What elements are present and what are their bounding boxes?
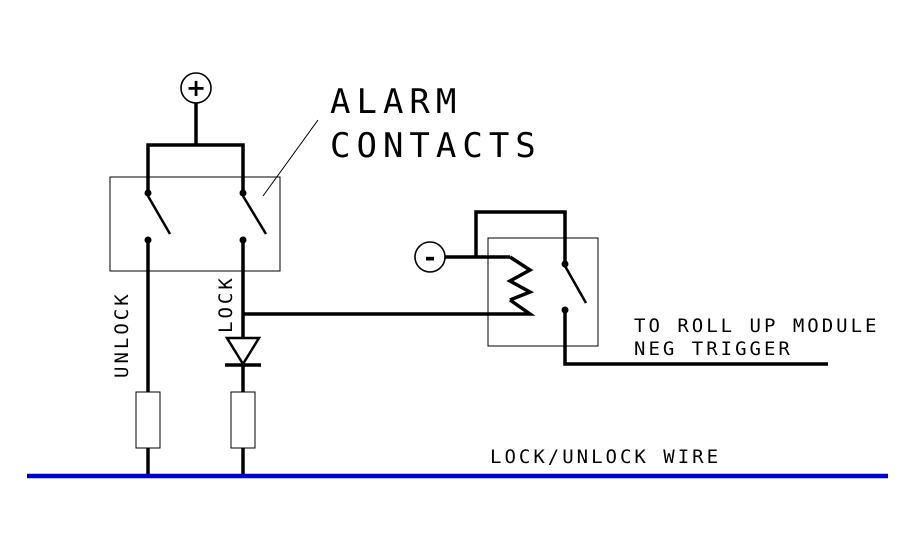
- positive-terminal-label: +: [186, 74, 206, 102]
- unlock-resistor: [135, 391, 161, 449]
- lock-to-relay-wire: [243, 298, 536, 316]
- negative-terminal-label: -: [425, 243, 436, 273]
- positive-bus-wire: [146, 143, 245, 192]
- alarm-contacts-label-line1: ALARM: [330, 82, 462, 122]
- relay-contact-loop-wire: [474, 210, 567, 262]
- alarm-contacts-box: [109, 176, 281, 272]
- negative-terminal: -: [414, 241, 446, 273]
- lock-diode: [224, 336, 262, 367]
- relay-box: [487, 237, 599, 347]
- alarm-contacts-pointer: [262, 119, 319, 197]
- roll-up-label-line1: TO ROLL UP MODULE: [634, 315, 879, 337]
- lock-unlock-wire-label: LOCK/UNLOCK WIRE: [490, 446, 721, 468]
- alarm-contacts-label-line2: CONTACTS: [330, 126, 542, 166]
- unlock-switch: [144, 189, 172, 244]
- lock-switch: [239, 189, 268, 244]
- neg-trigger-output-wire: [563, 310, 828, 366]
- lock-label: LOCK: [215, 275, 237, 333]
- roll-up-label-line2: NEG TRIGGER: [634, 338, 793, 360]
- positive-terminal: +: [180, 72, 212, 104]
- unlock-label: UNLOCK: [111, 291, 133, 378]
- lock-resistor: [230, 391, 256, 449]
- relay-coil: [506, 255, 535, 302]
- relay-switch: [561, 260, 588, 314]
